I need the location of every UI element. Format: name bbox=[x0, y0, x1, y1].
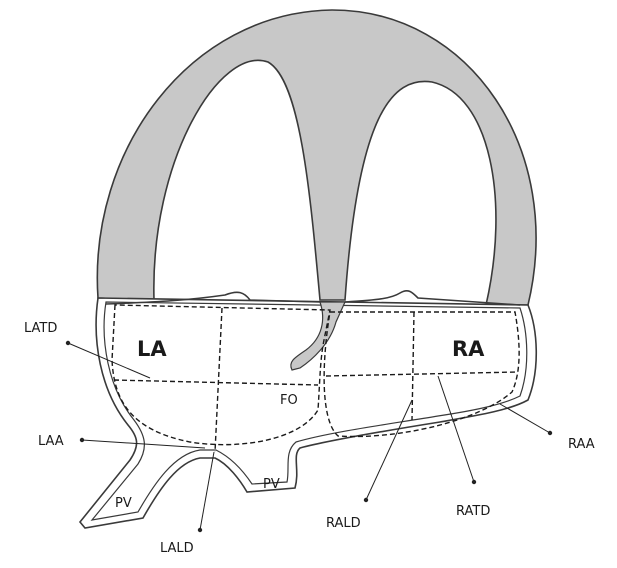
pv-right-label: PV bbox=[263, 477, 280, 492]
ratd-label: RATD bbox=[456, 504, 490, 519]
leader-rald bbox=[363, 399, 413, 503]
lald-label: LALD bbox=[160, 541, 194, 556]
left-atrium-longitudinal-line bbox=[214, 307, 223, 453]
right-atrium-dashed-outline bbox=[323, 311, 520, 438]
right-atrium-transverse-line bbox=[325, 371, 519, 377]
right-atrium-longitudinal-line bbox=[411, 311, 415, 421]
fo-label: FO bbox=[280, 393, 298, 408]
atria-inner-wall bbox=[90, 301, 528, 521]
left-atrium-dashed-outline bbox=[111, 304, 331, 446]
leader-raa bbox=[499, 403, 553, 436]
left-atrium-transverse-line bbox=[113, 379, 319, 386]
ventricle-myocardium bbox=[96, 9, 537, 306]
raa-label: RAA bbox=[568, 437, 595, 452]
pv-left-label: PV bbox=[115, 496, 132, 511]
ra-label: RA bbox=[452, 337, 485, 361]
fossa-ovalis-flap bbox=[290, 301, 346, 371]
la-label: LA bbox=[137, 337, 167, 361]
rald-label: RALD bbox=[326, 516, 361, 531]
atrial-roof bbox=[105, 290, 521, 306]
leader-lald bbox=[197, 451, 215, 533]
laa-label: LAA bbox=[38, 434, 64, 449]
leader-laa bbox=[79, 437, 206, 449]
leader-latd bbox=[65, 340, 151, 379]
latd-label: LATD bbox=[24, 321, 57, 336]
leader-ratd bbox=[437, 375, 477, 485]
